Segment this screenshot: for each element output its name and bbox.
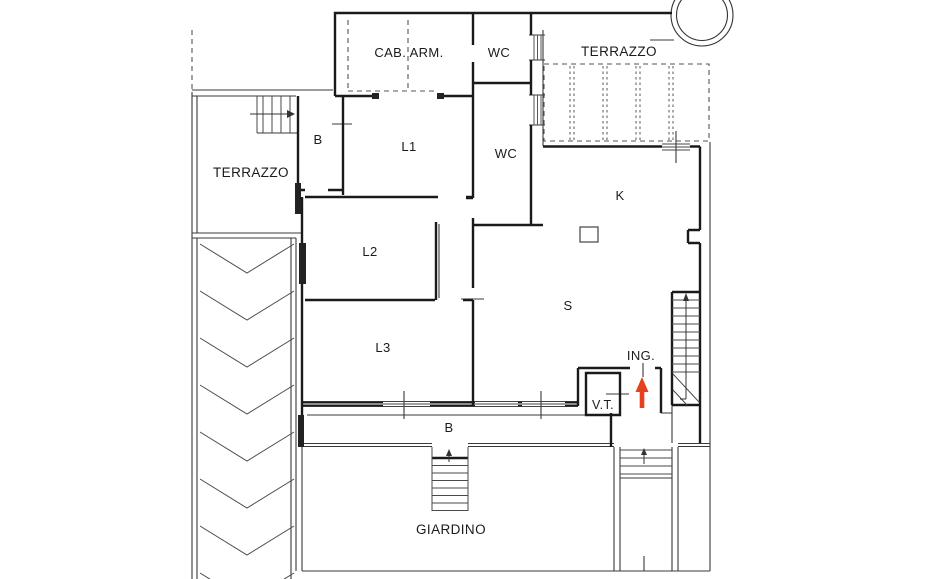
room-label-b-bottom: B: [444, 420, 453, 435]
room-label-terrazzo-left: TERRAZZO: [213, 165, 289, 180]
room-label-giardino: GIARDINO: [416, 522, 486, 537]
room-label-s: S: [563, 298, 572, 313]
room-label-terrazzo-right: TERRAZZO: [581, 44, 657, 59]
windows: [383, 35, 690, 407]
room-label-wc-mid: WC: [495, 146, 517, 161]
room-label-l3: L3: [375, 340, 390, 355]
room-label-k: K: [615, 188, 624, 203]
dashed-boundary-and-closet: [191, 20, 710, 142]
room-label-ing: ING.: [627, 348, 655, 363]
entrance-arrow-icon: [635, 377, 649, 408]
round-column: [670, 0, 734, 47]
room-label-wc-top: WC: [488, 45, 510, 60]
room-labels: TERRAZZO CAB. ARM. WC TERRAZZO B L1 WC K…: [213, 44, 657, 537]
stair-treads: [256, 96, 700, 511]
pergola-beams: [569, 66, 674, 140]
room-label-cab-arm: CAB. ARM.: [374, 45, 443, 60]
room-label-b-top: B: [313, 132, 322, 147]
room-label-l2: L2: [362, 244, 377, 259]
room-label-l1: L1: [401, 139, 416, 154]
stair-direction-arrows: [250, 110, 689, 464]
kitchen-island: [579, 226, 599, 243]
wall-fills: [295, 93, 444, 447]
room-label-vt: V.T.: [592, 398, 614, 412]
ramp-chevrons: [199, 243, 295, 579]
property-outline: [191, 30, 711, 579]
